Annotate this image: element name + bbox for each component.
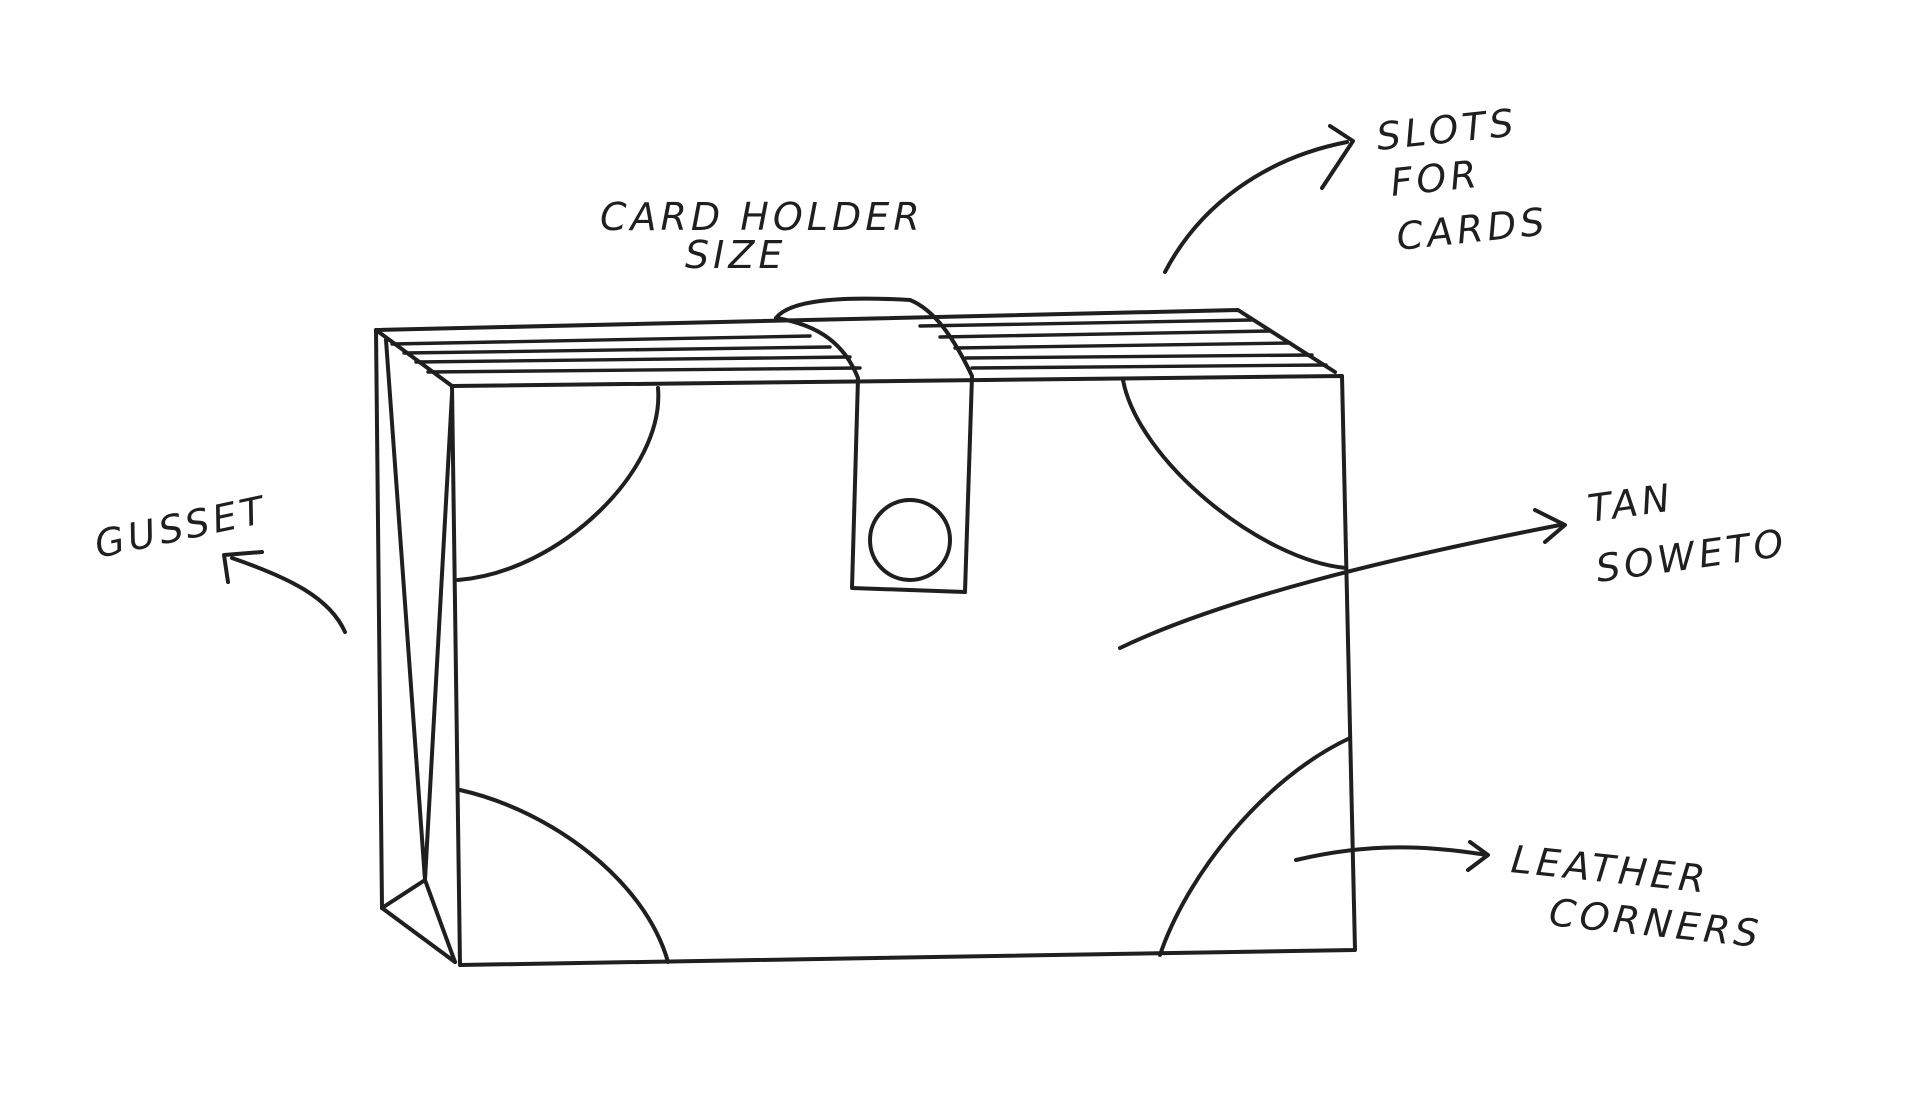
label-tan-soweto: TAN SOWETO	[1585, 475, 1790, 591]
snap-button	[868, 498, 952, 582]
card-holder-line-2: SIZE	[685, 233, 786, 277]
annotation-arrows	[222, 124, 1567, 872]
strap-with-snap	[774, 296, 974, 594]
label-card-holder-size: CARD HOLDER SIZE	[600, 195, 924, 277]
leather-corners	[456, 378, 1352, 964]
corner-bottom-right	[1158, 736, 1352, 957]
leather-arrow	[1294, 840, 1490, 872]
corner-bottom-left	[458, 788, 670, 964]
tan-arrow	[1118, 508, 1567, 650]
card-holder-line-1: CARD HOLDER	[600, 195, 924, 239]
wallet-front-face	[450, 374, 1357, 967]
tan-line-1: TAN	[1585, 475, 1676, 531]
slots-arrow	[1163, 124, 1355, 274]
leather-line-1: LEATHER	[1509, 837, 1711, 902]
wallet-drawing	[374, 296, 1357, 967]
slots-line-1: SLOTS	[1374, 100, 1519, 159]
corner-top-left	[456, 386, 661, 582]
gusset-arrow	[222, 550, 347, 634]
card-slots	[374, 308, 1337, 374]
corner-top-right	[1121, 378, 1348, 570]
slots-line-2: FOR	[1388, 152, 1482, 205]
label-leather-corners: LEATHER CORNERS	[1509, 837, 1764, 956]
leather-line-2: CORNERS	[1547, 890, 1764, 956]
label-slots-for-cards: SLOTS FOR CARDS	[1374, 100, 1550, 259]
gusset-panel	[374, 328, 457, 964]
tan-line-2: SOWETO	[1593, 521, 1790, 591]
slots-line-3: CARDS	[1394, 199, 1550, 259]
